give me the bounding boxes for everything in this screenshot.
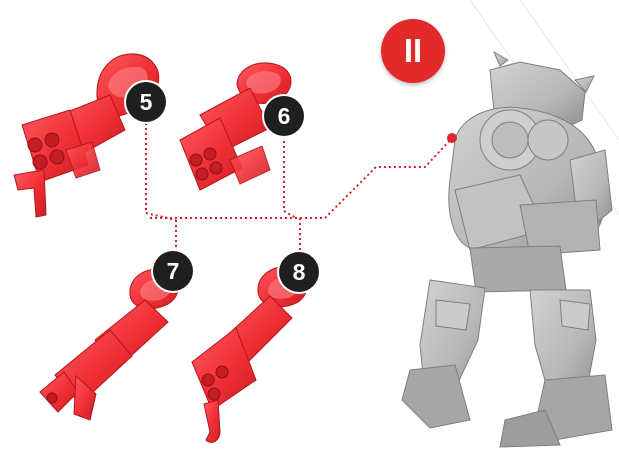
robot-miniature	[402, 52, 612, 447]
callout-5: 5	[126, 82, 166, 122]
callout-6: 6	[264, 96, 304, 136]
part-8-flamer-arm	[192, 266, 307, 442]
part-5-cannon-arm	[14, 54, 159, 217]
leader-line-5	[146, 118, 176, 220]
part-7-rifle-arm	[40, 269, 179, 420]
leader-line-to-model	[325, 138, 452, 218]
leader-line-6	[284, 136, 296, 218]
step-badge: II	[381, 19, 445, 83]
callout-7: 7	[153, 251, 193, 291]
callout-8: 8	[279, 252, 319, 292]
attachment-point-dot	[447, 133, 457, 143]
